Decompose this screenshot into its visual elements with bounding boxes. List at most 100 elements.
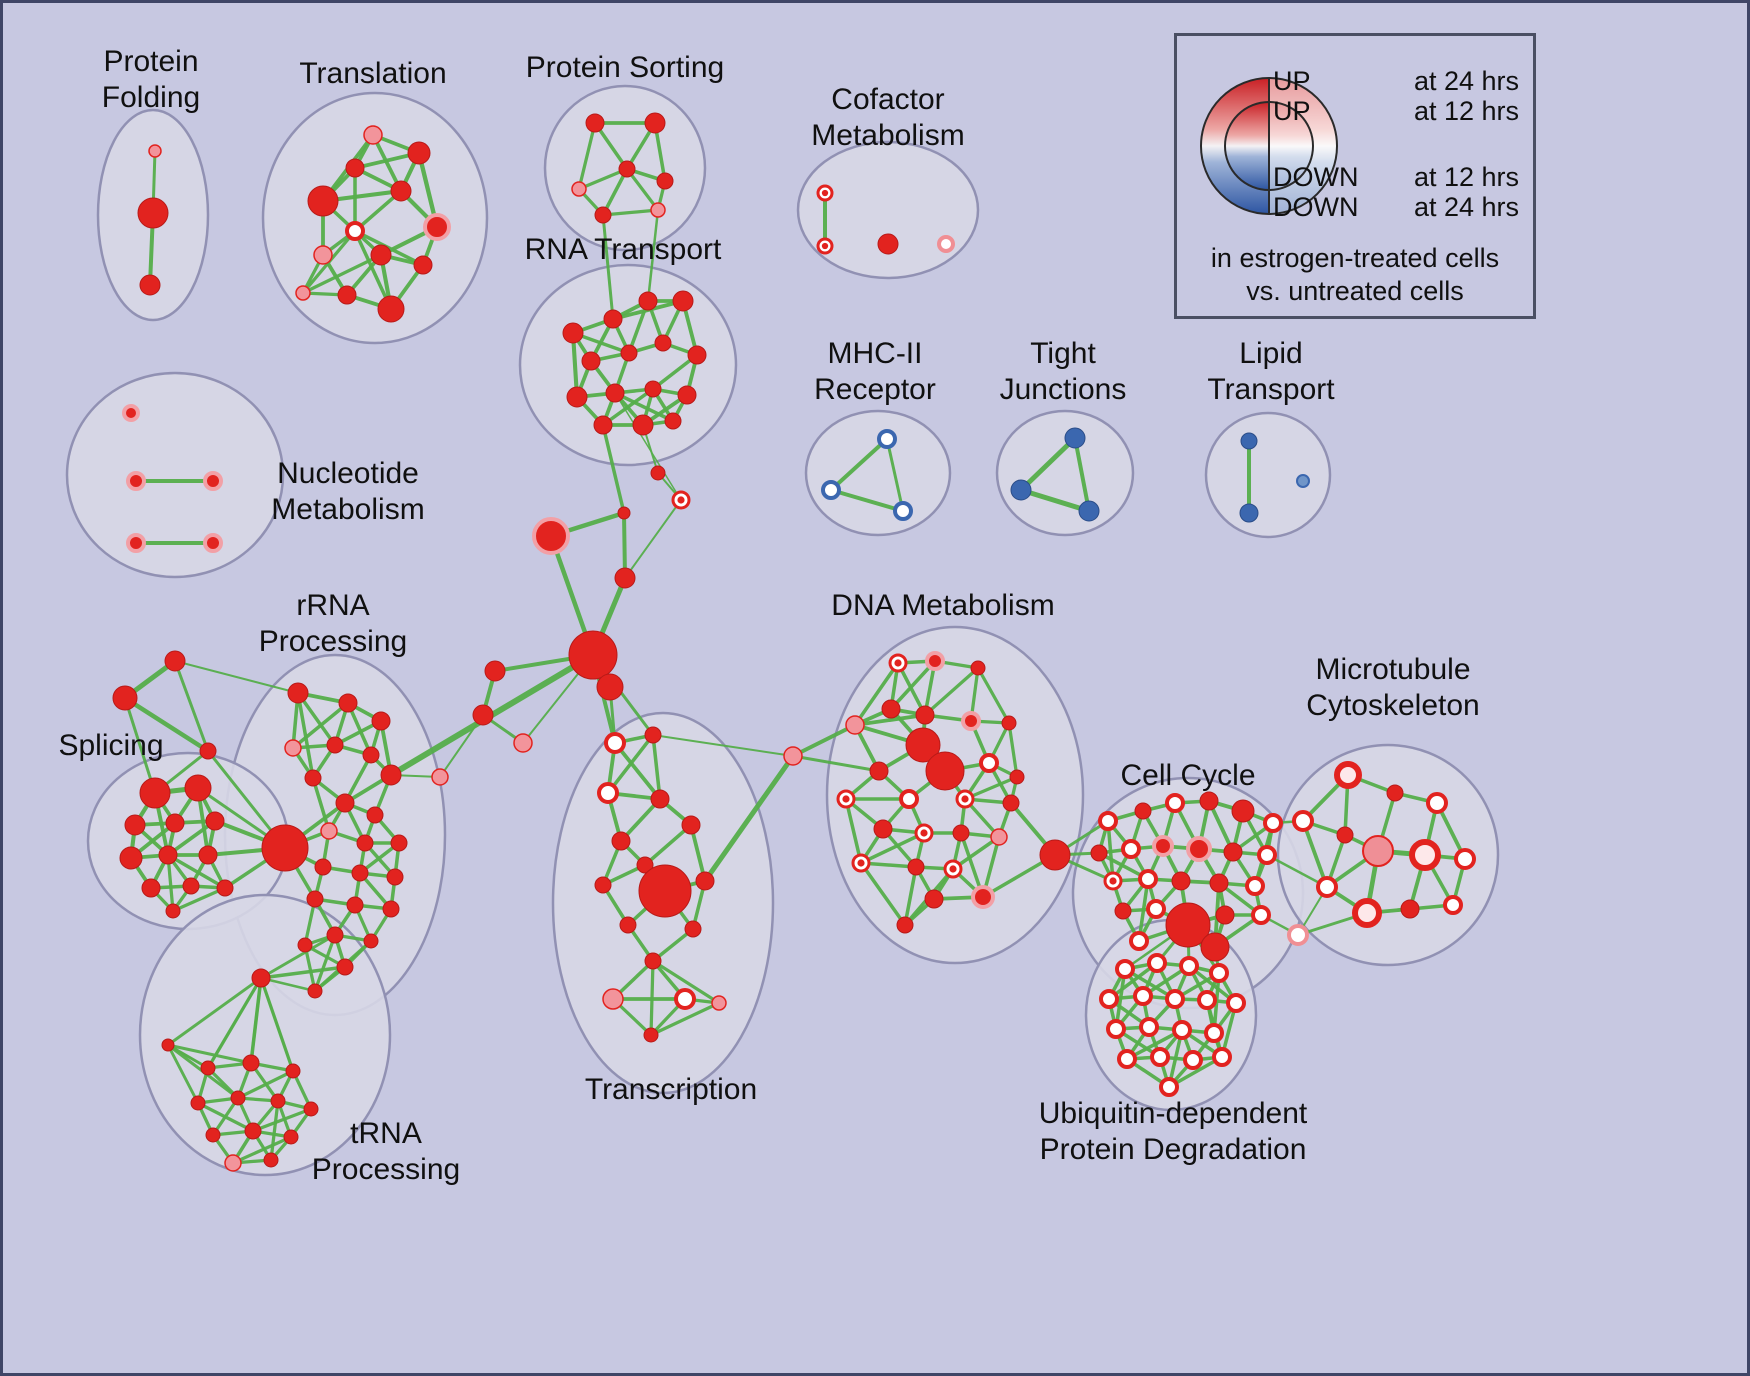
network-node [119, 846, 143, 870]
network-node [650, 465, 666, 481]
network-node [242, 1054, 260, 1072]
network-edge [624, 499, 682, 579]
network-node [351, 864, 369, 882]
network-node-center-dot [821, 189, 829, 197]
network-edge [1007, 721, 1019, 779]
network-node [1099, 989, 1119, 1009]
network-node [335, 793, 355, 813]
network-edge [1265, 853, 1329, 889]
network-node [650, 202, 666, 218]
network-node [881, 699, 901, 719]
network-node [139, 777, 171, 809]
network-edge [651, 733, 662, 801]
network-node [390, 834, 408, 852]
network-node [907, 858, 925, 876]
network-node [877, 429, 897, 449]
network-node [370, 244, 392, 266]
network-node-center-dot [677, 496, 685, 504]
network-node [597, 782, 619, 804]
network-node [585, 113, 605, 133]
network-node [122, 404, 140, 422]
network-node [346, 896, 364, 914]
network-node [1239, 503, 1259, 523]
network-edge [613, 741, 662, 801]
network-node [821, 480, 841, 500]
network-node [1316, 876, 1338, 898]
network-node-center-dot [1109, 877, 1117, 885]
network-edge [622, 511, 627, 580]
network-node [382, 900, 400, 918]
network-node [216, 879, 234, 897]
network-edge [174, 660, 299, 694]
network-node [638, 864, 692, 918]
cluster-label-dna-metabolism: DNA Metabolism [831, 589, 1054, 622]
network-edge [577, 121, 597, 191]
network-node [893, 501, 913, 521]
network-node-center-dot [894, 659, 902, 667]
network-node [681, 815, 701, 835]
network-node [431, 768, 449, 786]
cluster-ellipse-cofactor-metabolism [796, 140, 980, 280]
network-edge [259, 933, 337, 980]
network-node [1002, 794, 1020, 812]
network-node [345, 158, 365, 178]
legend-note: in estrogen-treated cells vs. untreated … [1177, 242, 1533, 308]
legend-time: at 24 hrs [1413, 192, 1519, 222]
network-node [161, 1038, 175, 1052]
network-edge [829, 437, 889, 492]
network-node [896, 916, 914, 934]
network-node [338, 693, 358, 713]
network-node [1165, 902, 1211, 948]
network-node [148, 144, 162, 158]
network-node [1352, 898, 1382, 928]
network-node [1209, 963, 1229, 983]
cluster-ellipse-nucleotide-metabolism [65, 371, 285, 579]
legend-row-up-24: UP at 24 hrs [1273, 66, 1519, 96]
network-node [979, 753, 999, 773]
network-node [1251, 905, 1271, 925]
network-node [141, 878, 161, 898]
network-edge [353, 229, 393, 311]
network-edge [1018, 435, 1078, 493]
network-node [203, 533, 223, 553]
cluster-ellipse-mhc-ii-receptor [804, 409, 952, 537]
network-node [326, 926, 344, 944]
network-node [783, 746, 803, 766]
legend-time: at 12 hrs [1413, 96, 1519, 126]
network-node [251, 968, 271, 988]
network-node [611, 831, 631, 851]
network-edge [601, 167, 629, 217]
network-node [915, 705, 935, 725]
up-down-rings-icon [1200, 77, 1338, 215]
network-node [1362, 835, 1394, 867]
cluster-label-transcription: Transcription [585, 1073, 757, 1106]
cluster-ellipse-tight-junctions [995, 409, 1135, 537]
network-node [594, 876, 612, 894]
network-node [1172, 1020, 1192, 1040]
network-node [137, 197, 169, 229]
network-edge [859, 831, 926, 865]
network-node [1334, 761, 1362, 789]
network-edge [689, 823, 707, 883]
network-node [1223, 842, 1243, 862]
network-node [284, 739, 302, 757]
network-node [672, 290, 694, 312]
network-node [961, 711, 981, 731]
network-node [198, 845, 218, 865]
network-edge [651, 959, 721, 1005]
network-node-center-dot [857, 859, 865, 867]
network-node [112, 685, 138, 711]
network-node [484, 660, 506, 682]
network-node [1209, 873, 1229, 893]
network-edge [844, 797, 863, 865]
network-node [366, 806, 384, 824]
network-node [869, 761, 889, 781]
network-edge [166, 853, 227, 890]
network-node [1245, 876, 1265, 896]
network-node [687, 345, 707, 365]
network-edge [231, 1135, 293, 1165]
